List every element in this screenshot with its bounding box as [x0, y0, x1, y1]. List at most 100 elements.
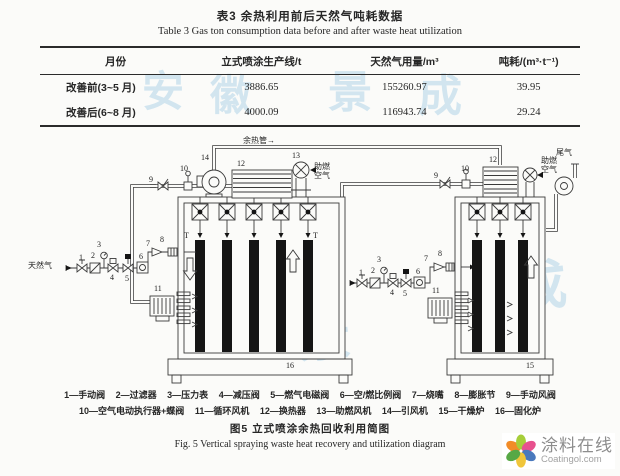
- label-11-right: 11: [432, 286, 440, 295]
- label-8-left: 8: [160, 235, 164, 244]
- heating-rods-right: [472, 240, 528, 352]
- legend-line-1: 1—手动阀 2—过滤器 3—压力表 4—减压阀 5—燃气电磁阀 6—空/燃比例阀…: [0, 388, 620, 401]
- label-2-left: 2: [91, 251, 95, 260]
- logo-name-cn: 涂料在线: [541, 436, 613, 456]
- legend-item: 16—固化炉: [494, 406, 541, 416]
- pinwheel-icon: [506, 434, 536, 468]
- legend-item: 10—空气电动执行器+蝶阀: [79, 406, 185, 416]
- legend-item: 12—换热器: [259, 406, 306, 416]
- logo-name-en: Coatingol.com: [541, 453, 602, 465]
- waste-heat-duct: [212, 145, 502, 170]
- legend-item: 4—减压阀: [218, 390, 260, 400]
- legend-item: 14—引风机: [381, 406, 428, 416]
- col-header: 月份: [40, 47, 192, 75]
- col-header: 吨耗/(m³·t⁻¹): [477, 47, 580, 75]
- exhaust-duct: [546, 163, 579, 232]
- up-arrow: [523, 255, 539, 279]
- manual-air-valve-right: [439, 176, 451, 189]
- label-6-left: 6: [139, 252, 143, 261]
- legend-item: 2—过滤器: [115, 390, 157, 400]
- table-title-en: Table 3 Gas ton consumption data before …: [158, 26, 462, 37]
- manual-air-valve-left: [157, 178, 169, 191]
- cell: 29.24: [516, 107, 541, 118]
- table-row: 改善前(3~5 月) 3886.65 155260.97 39.95: [40, 75, 580, 101]
- temp-mark: T: [184, 231, 189, 240]
- curing-furnace: [167, 196, 353, 384]
- label-6-right: 6: [416, 267, 420, 276]
- cell: 39.95: [516, 82, 541, 93]
- label-4-left: 4: [110, 273, 114, 282]
- exhaust-fan: [554, 176, 574, 196]
- heat-exchanger-right: [482, 166, 519, 198]
- combustion-fan-right: [522, 167, 543, 197]
- label-13: 13: [292, 151, 300, 160]
- label-8-right: 8: [438, 249, 442, 258]
- legend-item: 3—压力表: [167, 390, 209, 400]
- temp-mark: T: [313, 231, 318, 240]
- legend-item: 11—循环风机: [194, 406, 250, 416]
- induced-draft-fan-left: [196, 169, 227, 198]
- label-3-right: 3: [377, 255, 381, 264]
- label-1-right: 1: [359, 268, 363, 277]
- air-flow-marks-left: [191, 293, 199, 328]
- label-9-left: 9: [149, 175, 153, 184]
- exhaust-gas-label: 尾气: [556, 148, 572, 157]
- butterfly-actuator-left: [183, 170, 193, 191]
- legend-item: 8—膨胀节: [454, 390, 496, 400]
- legend-item: 9—手动风阀: [505, 390, 556, 400]
- waste-heat-pipe-label: 余热管→: [243, 136, 275, 145]
- up-arrow: [285, 249, 301, 273]
- label-11-left: 11: [154, 284, 162, 293]
- cell: 116943.74: [382, 107, 427, 118]
- natural-gas-label: 天然气: [28, 261, 52, 270]
- cell: 4000.09: [244, 107, 279, 118]
- label-1-left: 1: [79, 253, 83, 262]
- louvers-left: [176, 291, 191, 325]
- label-12-left: 12: [237, 159, 245, 168]
- table-header-row: 月份 立式喷涂生产线/t 天然气用量/m³ 吨耗/(m³·t⁻¹): [40, 47, 580, 75]
- heating-rods-left: [195, 240, 313, 352]
- row-label: 改善后(6~8 月): [66, 107, 136, 119]
- diagram-linework: [65, 145, 579, 384]
- label-7-left: 7: [146, 239, 150, 248]
- burner-row-right: [468, 197, 532, 238]
- air-flow-marks-right: [467, 297, 514, 336]
- butterfly-actuator-right: [461, 168, 471, 189]
- legend-item: 13—助燃风机: [316, 406, 372, 416]
- legend-item: 6—空/燃比例阀: [339, 390, 402, 400]
- figure-5-diagram: 余热管→ 天然气 助燃空气 助燃空气 尾气 T T 1 2 3 4 5 6 7 …: [0, 134, 620, 386]
- label-7-right: 7: [424, 254, 428, 263]
- label-4-right: 4: [390, 288, 394, 297]
- col-header: 立式喷涂生产线/t: [191, 47, 332, 75]
- combustion-air-label-left: 助燃空气: [314, 162, 330, 181]
- label-3-left: 3: [97, 240, 101, 249]
- legend-item: 7—烧嘴: [411, 390, 444, 400]
- label-9-right: 9: [434, 171, 438, 180]
- figure-caption-cn: 图5 立式喷涂余热回收利用简图: [229, 423, 391, 435]
- legend-item: 5—燃气电磁阀: [270, 390, 330, 400]
- gas-train-right: [349, 262, 475, 289]
- cell: 155260.97: [382, 82, 427, 93]
- legend-line-2: 10—空气电动执行器+蝶阀 11—循环风机 12—换热器 13—助燃风机 14—…: [0, 404, 620, 417]
- label-10-right: 10: [461, 164, 469, 173]
- label-10-left: 10: [180, 164, 188, 173]
- label-16: 16: [286, 361, 294, 370]
- label-5-left: 5: [125, 274, 129, 283]
- legend-item: 1—手动阀: [64, 390, 106, 400]
- figure-caption-en: Fig. 5 Vertical spraying waste heat reco…: [174, 439, 446, 450]
- combustion-fan-left: [291, 161, 316, 197]
- cell: 3886.65: [244, 82, 279, 93]
- heat-exchanger-left: [231, 169, 293, 199]
- louvers-right: [454, 291, 469, 325]
- label-12-right: 12: [489, 155, 497, 164]
- legend-item: 15—干燥炉: [438, 406, 485, 416]
- gas-train-left: [65, 247, 201, 274]
- burner-row-left: [191, 197, 317, 238]
- table-title-cn: 表3 余热利用前后天然气吨耗数据: [216, 11, 404, 23]
- data-table: 月份 立式喷涂生产线/t 天然气用量/m³ 吨耗/(m³·t⁻¹) 改善前(3~…: [40, 46, 580, 127]
- col-header: 天然气用量/m³: [331, 47, 478, 75]
- circulation-fan-left: [149, 295, 175, 322]
- label-2-right: 2: [371, 266, 375, 275]
- coatingol-logo: 涂料在线 Coatingol.com: [502, 433, 615, 469]
